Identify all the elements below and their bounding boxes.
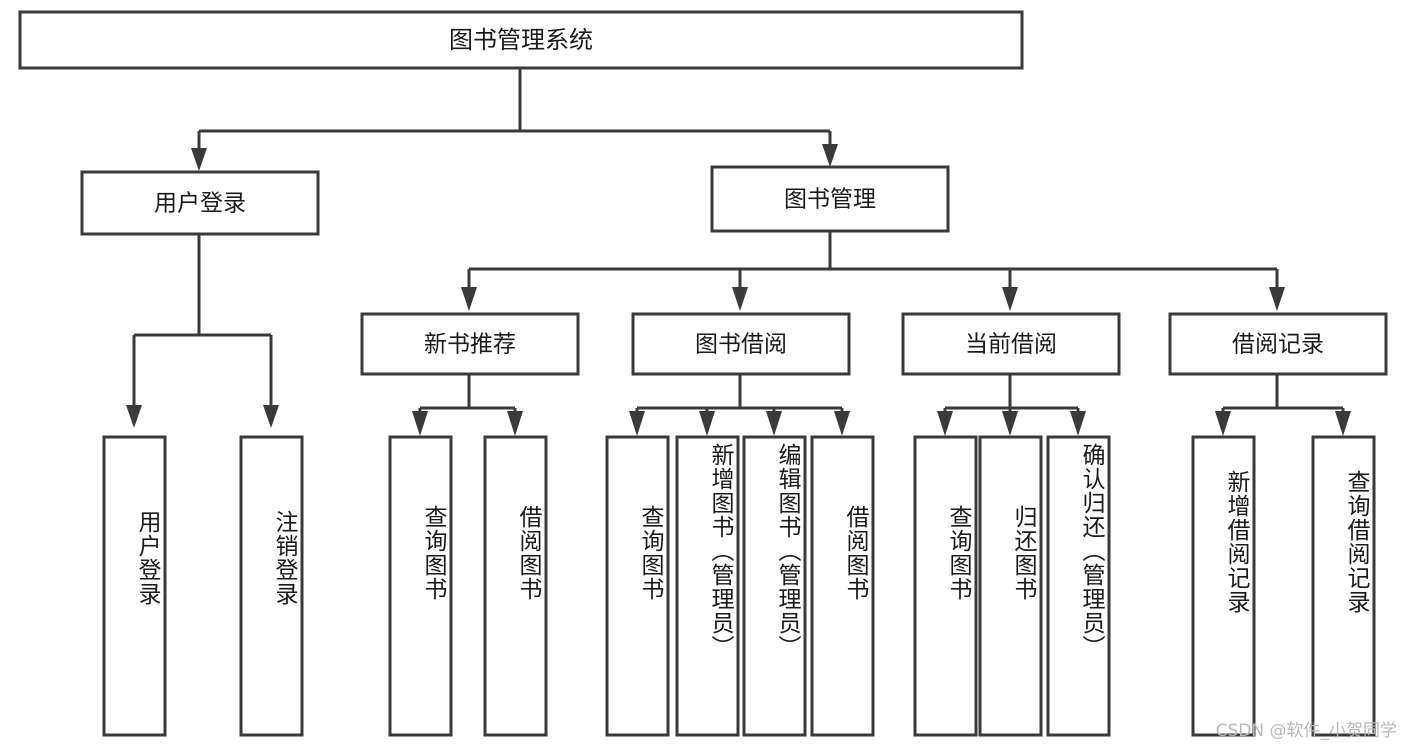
arrow-head-leaf-add-record (1215, 411, 1231, 436)
arrow-head-leaf-borrow-book-1 (507, 411, 523, 436)
connector-group-new-book-recommend (412, 374, 523, 436)
node-leaf-user-login[interactable] (102, 435, 167, 737)
node-leaf-return-book[interactable] (978, 435, 1043, 737)
node-leaf-logout[interactable] (239, 435, 304, 737)
node-leaf-query-book-1[interactable] (388, 435, 453, 737)
node-root[interactable] (18, 10, 1024, 70)
arrow-head-leaf-logout (263, 405, 279, 428)
node-new-book-recommend[interactable] (360, 312, 580, 376)
node-current-borrow[interactable] (901, 312, 1121, 376)
arrow-head-current-borrow (1002, 287, 1018, 311)
node-user-login[interactable] (80, 170, 320, 236)
node-leaf-query-record[interactable] (1311, 435, 1376, 737)
arrow-head-leaf-query-book-1 (412, 411, 428, 436)
node-leaf-edit-book[interactable] (742, 435, 807, 737)
node-leaf-confirm-return[interactable] (1046, 435, 1111, 737)
node-leaf-add-book[interactable] (675, 435, 740, 737)
connector-group-book-management (461, 232, 1285, 311)
arrow-head-user-login (191, 148, 207, 171)
arrow-head-leaf-user-login (126, 405, 142, 428)
node-leaf-borrow-book-1[interactable] (483, 435, 548, 737)
arrow-head-leaf-query-book-2 (629, 411, 645, 436)
node-user-login-label: 用户登录 (154, 191, 246, 217)
arrow-head-leaf-query-record (1335, 411, 1351, 436)
csdn-watermark: CSDN @软件_小贺同学 (1215, 721, 1397, 741)
connector-group-current-borrow (937, 374, 1086, 436)
arrow-head-book-borrow (732, 287, 748, 311)
node-root-label: 图书管理系统 (449, 26, 593, 54)
node-current-borrow-label: 当前借阅 (965, 332, 1057, 358)
connector-group-borrow-record (1215, 374, 1351, 436)
node-leaf-query-book-3[interactable] (913, 435, 978, 737)
arrow-head-leaf-query-book-3 (937, 411, 953, 436)
arrow-head-leaf-borrow-book-2 (834, 411, 850, 436)
arrow-head-leaf-add-book (699, 411, 715, 436)
arrow-head-new-book-recommend (461, 287, 477, 311)
node-book-borrow[interactable] (631, 312, 851, 376)
node-leaf-add-record[interactable] (1191, 435, 1256, 737)
arrow-head-borrow-record (1269, 287, 1285, 311)
connector-group-user-login (126, 235, 279, 428)
node-leaf-query-book-2[interactable] (605, 435, 670, 737)
node-leaf-borrow-book-2[interactable] (810, 435, 875, 737)
node-book-borrow-label: 图书借阅 (695, 332, 787, 358)
node-borrow-record-label: 借阅记录 (1232, 332, 1324, 358)
node-book-management[interactable] (710, 165, 950, 233)
arrow-head-leaf-return-book (1002, 411, 1018, 436)
arrow-head-leaf-edit-book (766, 411, 782, 436)
arrow-head-book-management (822, 144, 838, 167)
connector-group-book-borrow (629, 374, 850, 436)
node-new-book-recommend-label: 新书推荐 (424, 332, 516, 358)
node-book-management-label: 图书管理 (784, 187, 876, 213)
arrow-head-leaf-confirm-return (1070, 411, 1086, 436)
connector-group-root (191, 69, 838, 171)
node-borrow-record[interactable] (1168, 312, 1388, 376)
